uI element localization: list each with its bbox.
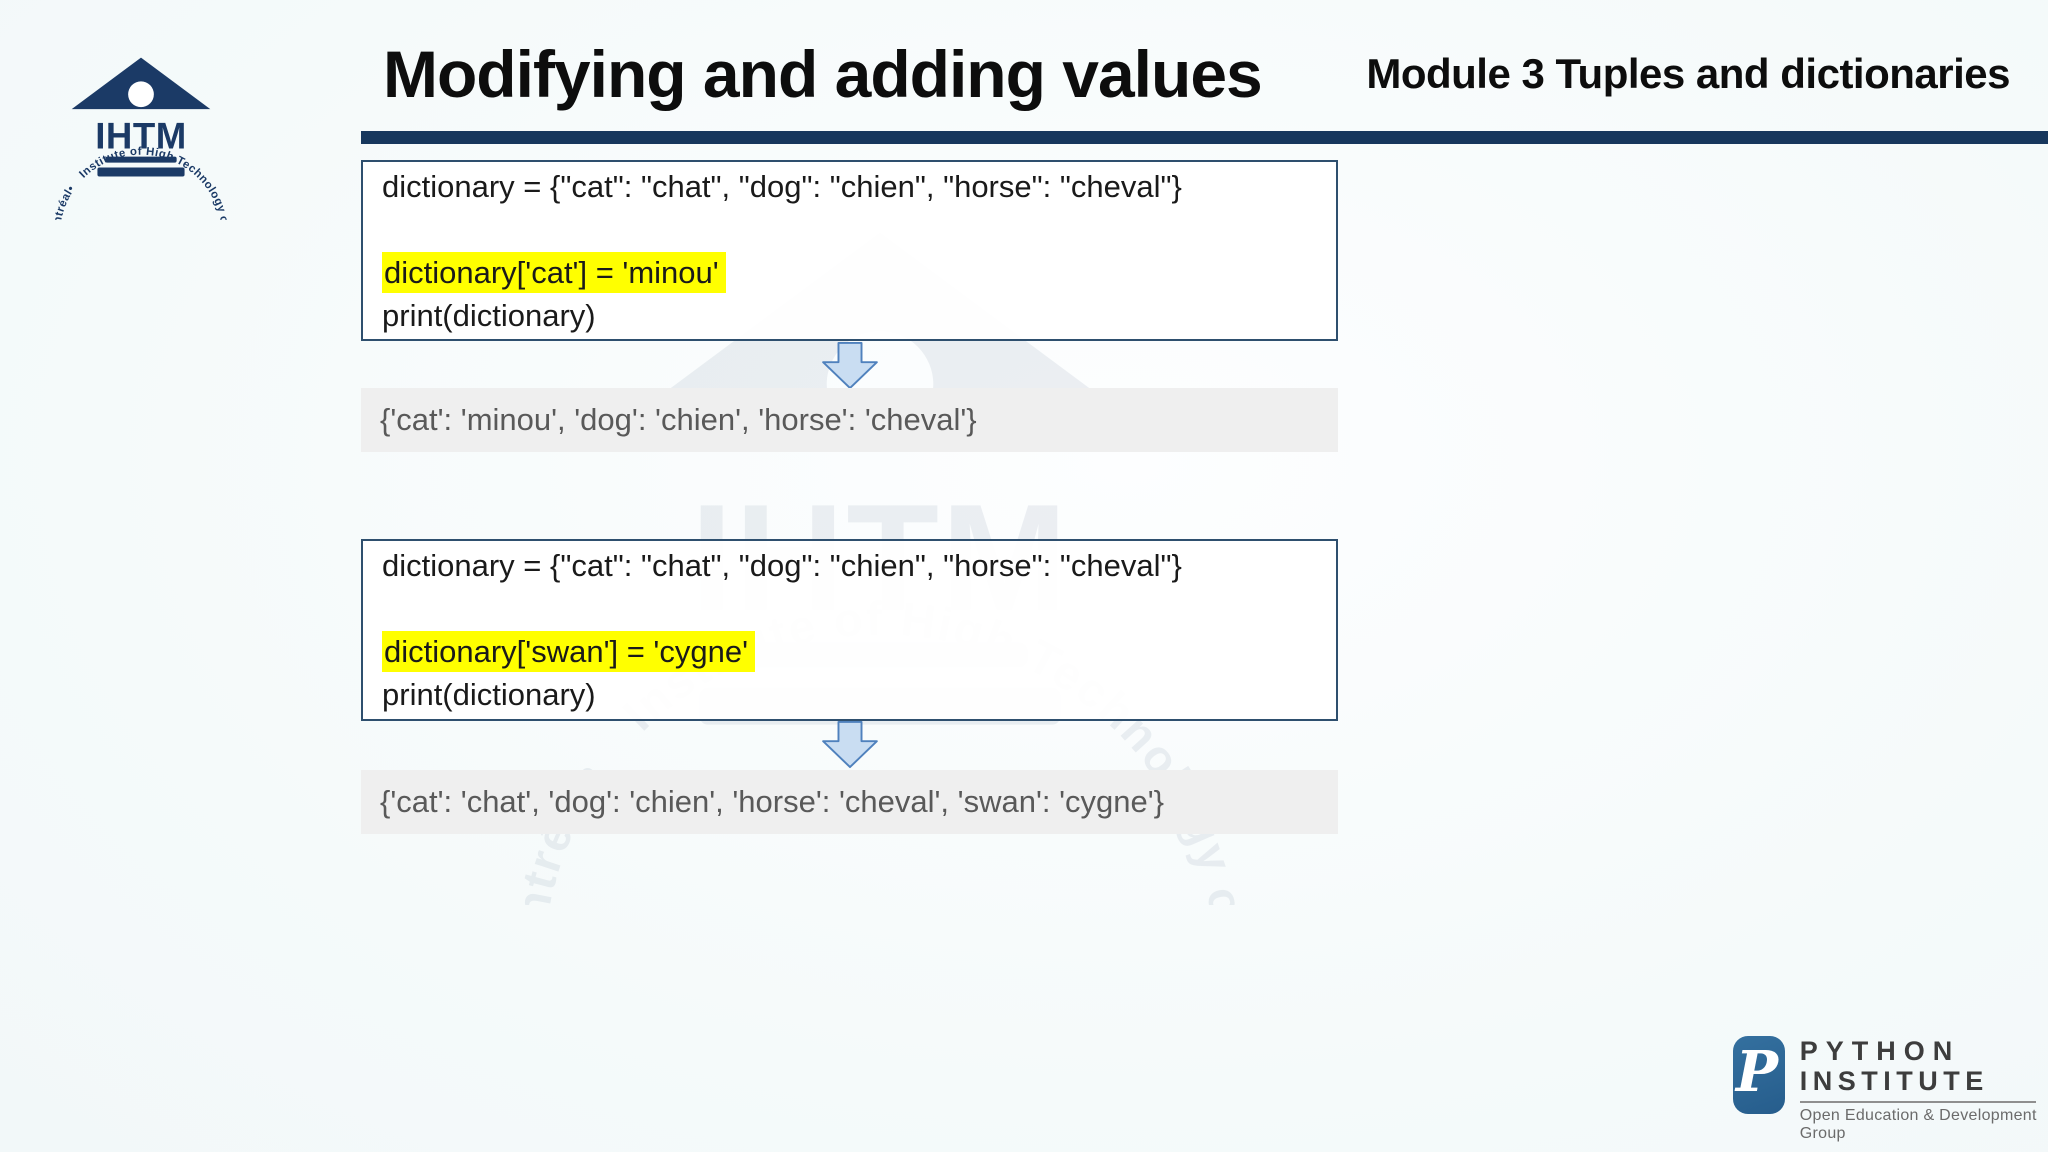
code-line: print(dictionary) xyxy=(382,677,596,712)
highlight-span: dictionary['swan'] = 'cygne' xyxy=(382,631,755,672)
output-block-1: {'cat': 'minou', 'dog': 'chien', 'horse'… xyxy=(361,388,1338,452)
code-line-highlighted: dictionary['cat'] = 'minou' xyxy=(382,251,1336,294)
page-title: Modifying and adding values xyxy=(383,37,1263,111)
building-bar-icon xyxy=(105,156,177,163)
down-arrow-icon xyxy=(822,721,878,769)
output-block-2: {'cat': 'chat', 'dog': 'chien', 'horse':… xyxy=(361,770,1338,834)
code-line-highlighted: dictionary['swan'] = 'cygne' xyxy=(382,630,1336,673)
python-institute-name-top: PYTHON xyxy=(1799,1036,1961,1066)
header-rule xyxy=(361,131,2048,144)
code-block-2: dictionary = {"cat": "chat", "dog": "chi… xyxy=(361,539,1338,721)
python-institute-text: PYTHON INSTITUTE Open Education & Develo… xyxy=(1799,1036,2048,1143)
code-line: print(dictionary) xyxy=(382,298,596,333)
code-line-empty xyxy=(382,208,1336,251)
highlight-span: dictionary['cat'] = 'minou' xyxy=(382,252,726,293)
module-title: Module 3 Tuples and dictionaries xyxy=(1366,50,2010,97)
logo-acronym: IHTM xyxy=(95,116,186,157)
ihtm-logo: Institute of High Technology of Montréal… xyxy=(51,57,231,220)
down-arrow-icon xyxy=(822,342,878,390)
python-institute-tagline: Open Education & Development Group xyxy=(1799,1107,2037,1142)
building-base-icon xyxy=(97,167,185,177)
logo-divider xyxy=(1799,1101,2036,1103)
python-institute-logo: P PYTHON INSTITUTE Open Education & Deve… xyxy=(1733,1036,2048,1143)
python-institute-name-bottom: INSTITUTE xyxy=(1799,1066,1989,1096)
code-line: dictionary = {"cat": "chat", "dog": "chi… xyxy=(382,548,1182,583)
code-block-1: dictionary = {"cat": "chat", "dog": "chi… xyxy=(361,160,1338,341)
code-line-empty xyxy=(382,587,1336,630)
python-p-monogram: P xyxy=(1735,1039,1778,1105)
python-badge-icon: P xyxy=(1733,1036,1785,1114)
code-line: dictionary = {"cat": "chat", "dog": "chi… xyxy=(382,169,1182,204)
